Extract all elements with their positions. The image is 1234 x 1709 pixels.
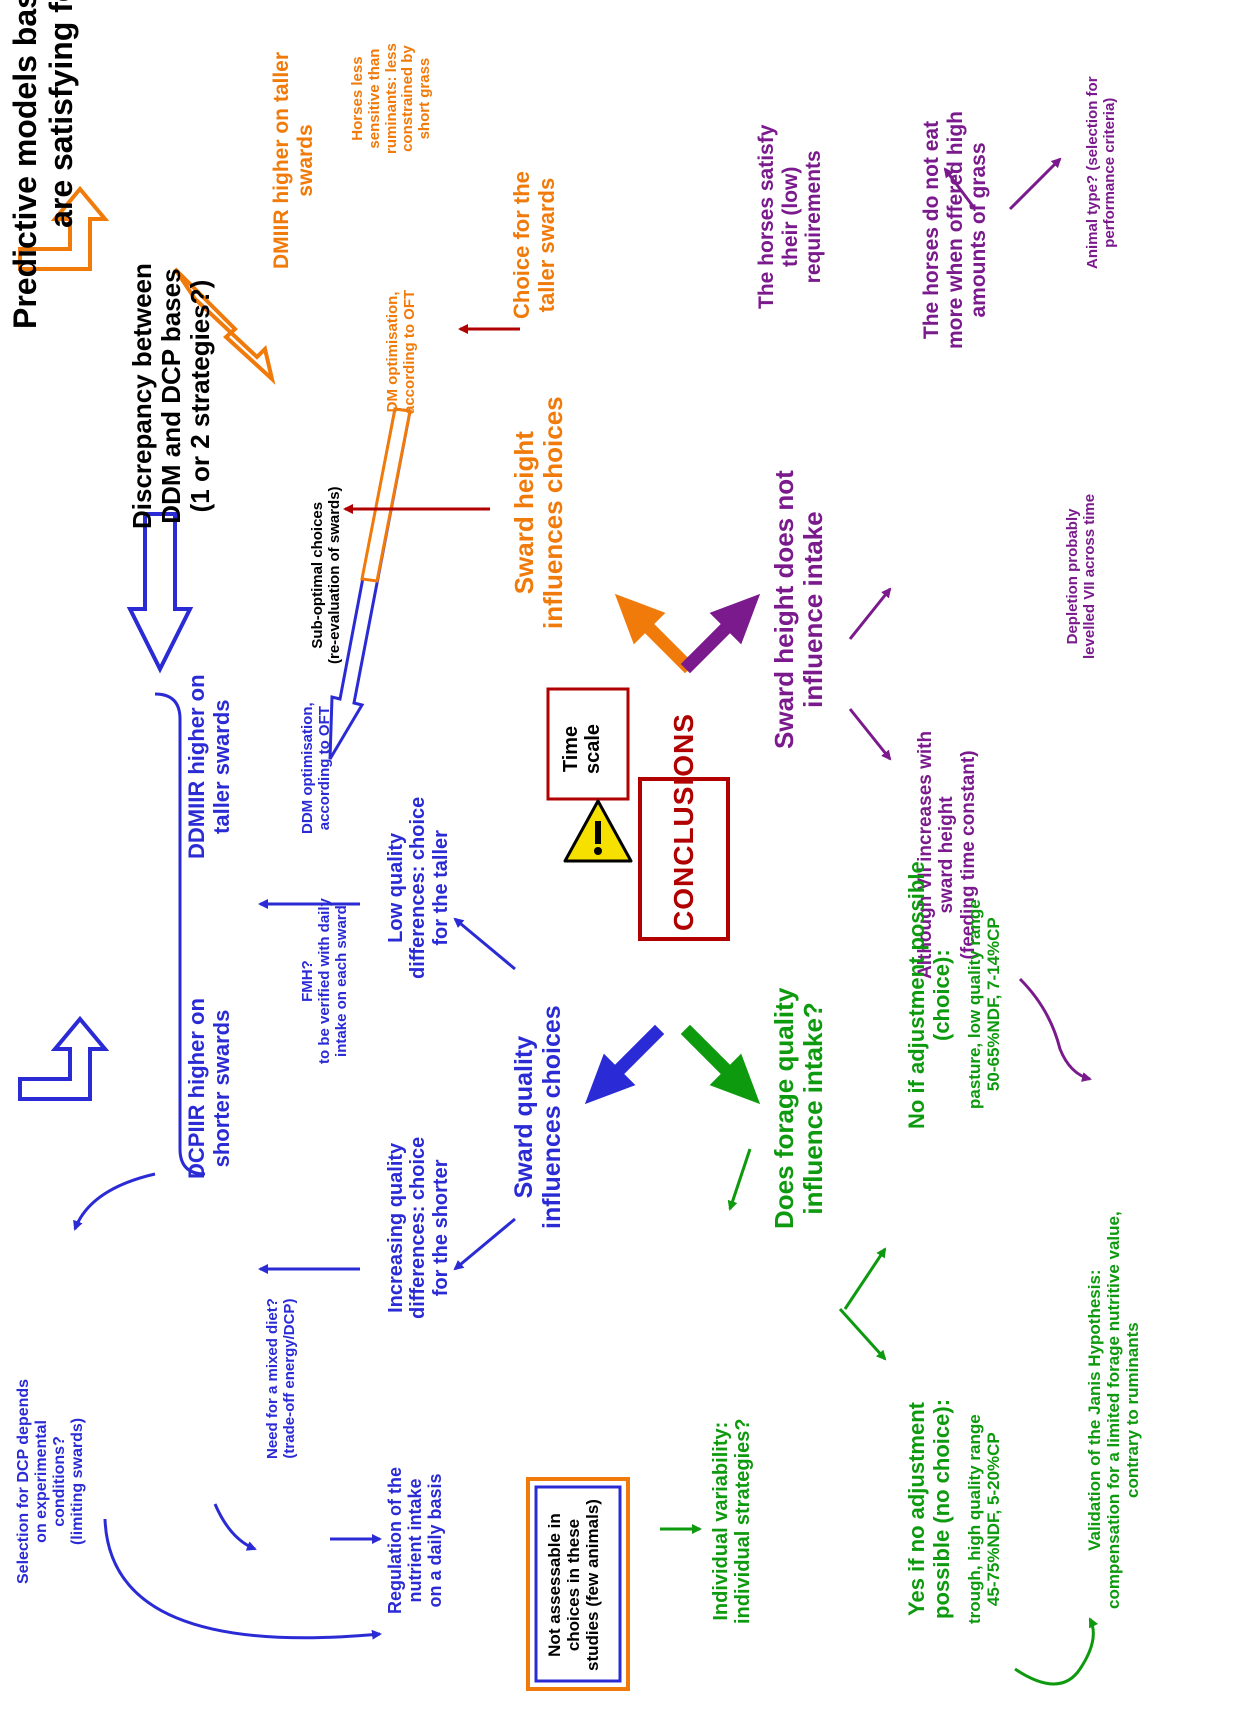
suboptimal-text: Sub-optimal choices(re-evaluation of swa… (309, 486, 343, 664)
bold-arrow-icon (680, 593, 761, 674)
hollow-arrow-icon (18, 185, 110, 271)
individual-variability-text: Individual variability:individual strate… (710, 1418, 755, 1624)
warning-triangle-icon (563, 799, 633, 863)
hollow-arrow-icon (18, 1015, 110, 1101)
ddm-optimisation-text: DDM optimisation,according to OFT (299, 702, 333, 834)
validation-janis-text: Validation of the Janis Hypothesis:compe… (1085, 1211, 1143, 1609)
top-headline: Predictive models based on DCP optimisat… (7, 0, 80, 329)
conclusions-text: CONCLUSIONS (668, 713, 699, 931)
dm-optimisation-text: DM optimisation,according to OFT (384, 289, 418, 414)
bold-arrow-icon (680, 1024, 761, 1105)
bold-arrow-icon (614, 593, 695, 674)
bold-arrow-icon (584, 1024, 665, 1105)
no-if-adjustment-text: No if adjustment possible(choice): (904, 861, 954, 1129)
need-mixed-diet-text: Need for a mixed diet?(trade-off energy/… (264, 1298, 298, 1459)
